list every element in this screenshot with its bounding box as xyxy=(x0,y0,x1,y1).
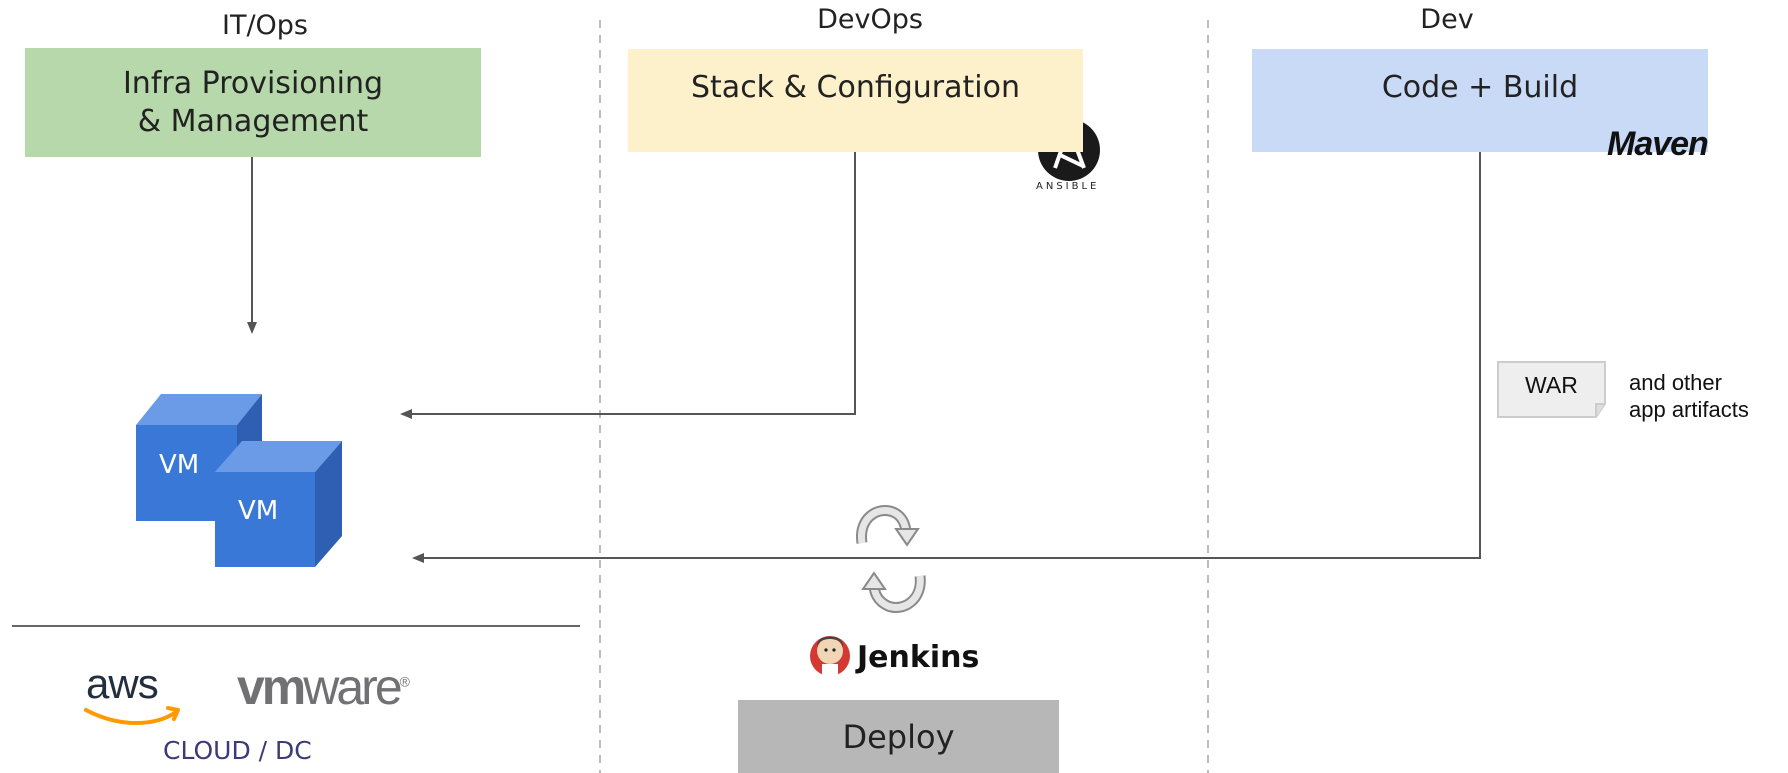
cloud-dc-label: CLOUD / DC xyxy=(163,736,312,765)
vm-cube-2 xyxy=(215,441,342,567)
jenkins-logo-text: Jenkins xyxy=(857,640,980,675)
jenkins-logo-icon xyxy=(810,636,850,676)
deploy-box: Deploy xyxy=(738,700,1059,773)
maven-logo: Maven xyxy=(1607,125,1709,163)
vmware-logo: vmware® xyxy=(237,658,410,716)
column-title-dev: Dev xyxy=(1420,4,1474,35)
ansible-logo-text: ANSIBLE xyxy=(1036,181,1100,192)
vmware-logo-vm: vm xyxy=(237,659,306,715)
vm-label-2: VM xyxy=(238,496,279,526)
artifact-note-line1: and other xyxy=(1629,370,1722,395)
vm-label-1: VM xyxy=(159,450,200,480)
code-build-box: Code + Build xyxy=(1252,49,1708,152)
stack-configuration-box: Stack & Configuration xyxy=(628,49,1083,152)
registered-mark: ® xyxy=(399,673,410,690)
aws-smile xyxy=(84,706,180,725)
stack-arrow xyxy=(400,152,856,419)
column-title-itops: IT/Ops xyxy=(221,10,308,41)
aws-logo: aws xyxy=(86,660,159,707)
column-title-devops: DevOps xyxy=(817,4,923,35)
war-artifact-label: WAR xyxy=(1525,372,1578,398)
war-artifact-shape xyxy=(1497,361,1606,418)
code-arrow xyxy=(412,152,1481,563)
infra-provisioning-box: Infra Provisioning & Management xyxy=(25,48,481,157)
artifact-note-line2: app artifacts xyxy=(1629,397,1749,422)
cycle-icon xyxy=(856,505,926,613)
vmware-logo-ware: ware xyxy=(303,659,402,715)
